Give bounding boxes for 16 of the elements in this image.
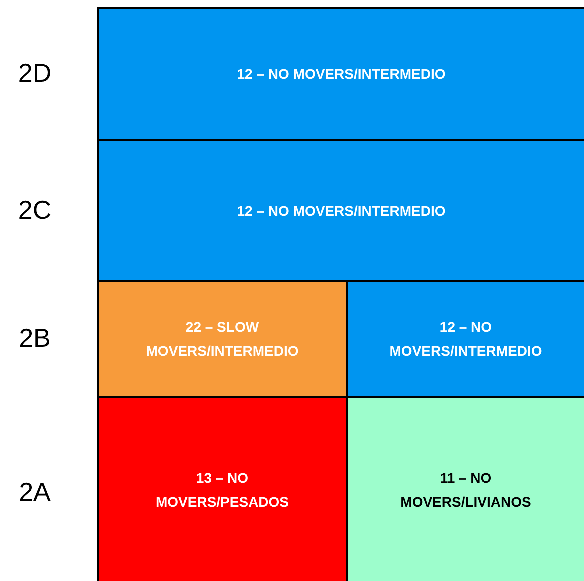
cell-label: 11 – NO MOVERS/LIVIANOS [400,468,532,512]
grid-cell [97,7,584,141]
grid-cell [346,280,584,398]
row-label: 2A [18,477,52,508]
row-label: 2B [18,323,52,354]
row-label: 2D [17,58,53,89]
grid-cell [97,280,348,398]
cell-label: 12 – NO MOVERS/INTERMEDIO [236,65,447,84]
row-label: 2C [17,195,53,226]
cell-label: 12 – NO MOVERS/INTERMEDIO [236,202,447,220]
cell-label: 22 – SLOW MOVERS/INTERMEDIO [145,318,300,361]
grid-cell [97,139,584,282]
grid-cell [97,396,348,581]
cell-label: 12 – NO MOVERS/INTERMEDIO [388,318,544,361]
cell-label: 13 – NO MOVERS/PESADOS [154,468,290,512]
grid-cell [346,396,584,581]
